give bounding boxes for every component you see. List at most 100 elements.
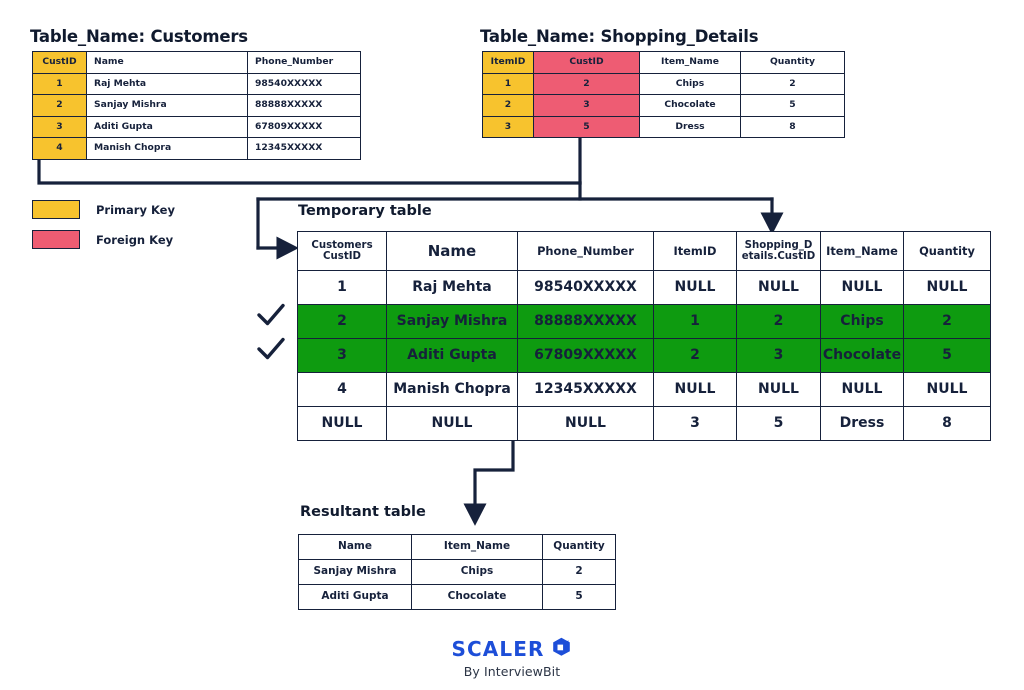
table-header-row: CustID Name Phone_Number [32,51,361,74]
cell-phone: NULL [517,406,654,441]
column-header-custid: CustID [32,51,87,74]
cell-name: Aditi Gupta [386,338,518,373]
column-header-item-name: Item_Name [820,231,904,271]
customers-table-title: Table_Name: Customers [30,27,248,46]
cell-itemid: 2 [653,338,737,373]
column-header-name: Name [86,51,248,74]
cell-phone: 98540XXXXX [247,72,361,95]
cell-phone: 12345XXXXX [247,137,361,160]
cell-name: Aditi Gupta [298,584,412,610]
primary-key-label: Primary Key [96,202,175,217]
cell-custid: 5 [533,115,640,138]
table-row: 2 Sanjay Mishra 88888XXXXX [32,94,361,117]
cell-custid: 1 [32,72,87,95]
cell-customers-custid: 2 [297,304,387,339]
table-row: 2 3 Chocolate 5 [482,94,845,117]
cell-item-name: Chips [411,559,543,585]
column-header-name: Name [386,231,518,271]
cell-customers-custid: 4 [297,372,387,407]
header-line-2: CustID [323,251,361,262]
cell-quantity: NULL [903,270,991,305]
column-header-customers-custid: Customers CustID [297,231,387,271]
resultant-table-title: Resultant table [300,504,426,520]
cell-name: Manish Chopra [386,372,518,407]
cell-item-name: Chocolate [820,338,904,373]
cell-name: Sanjay Mishra [86,94,248,117]
cell-name: Sanjay Mishra [386,304,518,339]
cell-custid: 3 [32,115,87,138]
column-header-phone: Phone_Number [517,231,654,271]
cell-quantity: 5 [542,584,616,610]
cell-shopping-custid: NULL [736,372,821,407]
cell-item-name: Dress [639,115,741,138]
cell-customers-custid: 3 [297,338,387,373]
table-row: 4 Manish Chopra 12345XXXXX NULL NULL NUL… [297,372,991,407]
cell-quantity: NULL [903,372,991,407]
cell-phone: 67809XXXXX [517,338,654,373]
table-row: 1 Raj Mehta 98540XXXXX [32,72,361,95]
scaler-cube-icon [551,636,572,661]
cell-quantity: 8 [740,115,845,138]
table-row: 1 2 Chips 2 [482,72,845,95]
shopping-details-table-title: Table_Name: Shopping_Details [480,27,759,46]
brand-tagline: By InterviewBit [463,664,561,679]
customers-table: CustID Name Phone_Number 1 Raj Mehta 985… [32,51,361,160]
legend-item-primary-key: Primary Key [32,200,175,219]
cell-phone: 98540XXXXX [517,270,654,305]
column-header-quantity: Quantity [903,231,991,271]
column-header-quantity: Quantity [542,534,616,560]
cell-quantity: 8 [903,406,991,441]
column-header-custid: CustID [533,51,640,74]
temporary-table: Customers CustID Name Phone_Number ItemI… [297,231,991,441]
column-header-shopping-details-custid: Shopping_D etails.CustID [736,231,821,271]
cell-quantity: 2 [903,304,991,339]
cell-name: Raj Mehta [86,72,248,95]
check-icon [257,303,285,326]
scaler-logo: SCALER By InterviewBit [0,636,1024,679]
cell-phone: 67809XXXXX [247,115,361,138]
column-header-quantity: Quantity [740,51,845,74]
cell-name: Manish Chopra [86,137,248,160]
cell-item-name: Chocolate [639,94,741,117]
cell-itemid: 3 [482,115,534,138]
cell-quantity: 2 [740,72,845,95]
cell-itemid: 1 [482,72,534,95]
cell-phone: 88888XXXXX [247,94,361,117]
header-line-2: etails.CustID [741,251,816,262]
resultant-table: Name Item_Name Quantity Sanjay Mishra Ch… [298,534,616,610]
cell-shopping-custid: 3 [736,338,821,373]
column-header-item-name: Item_Name [411,534,543,560]
foreign-key-label: Foreign Key [96,232,174,247]
column-header-phone: Phone_Number [247,51,361,74]
cell-phone: 88888XXXXX [517,304,654,339]
table-row: Sanjay Mishra Chips 2 [298,559,616,585]
cell-item-name: NULL [820,270,904,305]
table-header-row: Customers CustID Name Phone_Number ItemI… [297,231,991,271]
cell-itemid: NULL [653,270,737,305]
primary-key-swatch [32,200,80,219]
table-row-matched: 2 Sanjay Mishra 88888XXXXX 1 2 Chips 2 [297,304,991,339]
cell-name: NULL [386,406,518,441]
legend-item-foreign-key: Foreign Key [32,230,175,249]
cell-name: Sanjay Mishra [298,559,412,585]
cell-customers-custid: 1 [297,270,387,305]
temporary-table-title: Temporary table [298,203,432,219]
shopping-details-table: ItemID CustID Item_Name Quantity 1 2 Chi… [482,51,845,138]
match-check-row-3 [255,334,287,364]
cell-shopping-custid: 5 [736,406,821,441]
cell-itemid: 2 [482,94,534,117]
cell-customers-custid: NULL [297,406,387,441]
foreign-key-swatch [32,230,80,249]
table-row: 3 Aditi Gupta 67809XXXXX [32,115,361,138]
cell-itemid: 1 [653,304,737,339]
table-row: NULL NULL NULL 3 5 Dress 8 [297,406,991,441]
cell-item-name: Chips [639,72,741,95]
brand-name: SCALER [451,636,545,661]
cell-quantity: 5 [740,94,845,117]
column-header-itemid: ItemID [653,231,737,271]
cell-shopping-custid: NULL [736,270,821,305]
cell-item-name: Chips [820,304,904,339]
check-icon [257,337,285,360]
cell-item-name: NULL [820,372,904,407]
cell-item-name: Dress [820,406,904,441]
